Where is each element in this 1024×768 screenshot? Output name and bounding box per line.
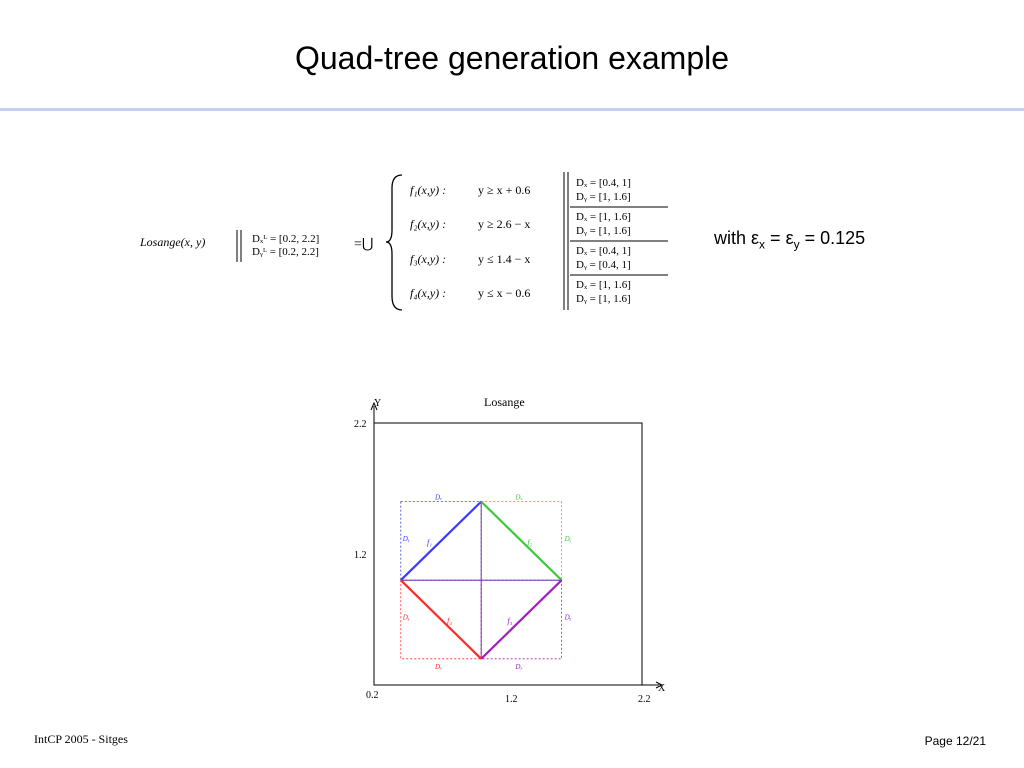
losange-diagram: Losange Y X 2.2 1.2 0.2 1.2 2.2 f₁ f₂ f₃ f₄…	[354, 395, 666, 705]
constraint-expr: y ≤ x − 0.6	[478, 286, 530, 300]
x-tick-label: 0.2	[366, 690, 379, 701]
constraint-row-1: f₁(x,y) : y ≥ x + 0.6 Dₓ = [0.4, 1] Dᵧ =…	[410, 177, 631, 203]
constraint-dx: Dₓ = [1, 1.6]	[576, 211, 631, 223]
y-axis-label: Y	[374, 398, 381, 409]
plot-frame	[373, 422, 643, 686]
constraint-segment	[400, 500, 482, 581]
epsilon-symbol: ε	[785, 228, 794, 248]
epsilon-sub-x: x	[759, 237, 766, 252]
slide-title: Quad-tree generation example	[294, 40, 730, 76]
constraint-segment	[400, 579, 482, 660]
constraint-dy: Dᵧ = [1, 1.6]	[576, 191, 631, 203]
x-axis-label: X	[658, 683, 666, 694]
formula-lhs: Losange(x, y)	[140, 235, 205, 249]
constraint-dy: Dᵧ = [0.4, 1]	[576, 259, 631, 271]
constraint-segment	[480, 579, 563, 660]
epsilon-equals: =	[765, 228, 786, 248]
domain-y-label: Dᵧ	[564, 614, 572, 622]
constraint-name: f₁(x,y) :	[410, 183, 446, 197]
x-tick-label: 2.2	[638, 694, 651, 705]
domain-y-label: Dᵧ	[402, 535, 410, 543]
constraint-name: f₃(x,y) :	[410, 252, 446, 266]
footer-page-number: Page 12/21	[924, 734, 986, 748]
constraint-dy: Dᵧ = [1, 1.6]	[576, 225, 631, 237]
epsilon-symbol: ε	[751, 228, 760, 248]
constraint-row-3: f₃(x,y) : y ≤ 1.4 − x Dₓ = [0.4, 1] Dᵧ =…	[410, 245, 631, 271]
domain-x-label: Dₓ	[434, 663, 442, 671]
formula-domain-y: Dᵧᴸ = [0.2, 2.2]	[252, 246, 319, 258]
constraint-dx: Dₓ = [1, 1.6]	[576, 279, 631, 291]
epsilon-sub-y: y	[793, 237, 800, 252]
y-axis-arrow-icon	[370, 401, 378, 411]
y-tick-label: 2.2	[354, 419, 367, 430]
domain-x-label: Dₓ	[514, 663, 522, 671]
constraint-row-4: f₄(x,y) : y ≤ x − 0.6 Dₓ = [1, 1.6] Dᵧ =…	[410, 279, 631, 305]
formula-union: =⋃	[354, 237, 373, 252]
domain-box	[400, 501, 482, 581]
domain-box	[480, 501, 562, 581]
constraint-expr: y ≤ 1.4 − x	[478, 252, 530, 266]
constraint-name: f₂(x,y) :	[410, 217, 446, 231]
domain-x-label: Dₓ	[434, 494, 442, 502]
constraint-dy: Dᵧ = [1, 1.6]	[576, 293, 631, 305]
domain-y-label: Dᵧ	[402, 614, 410, 622]
x-tick-label: 1.2	[505, 694, 518, 705]
constraint-expr: y ≥ x + 0.6	[478, 183, 530, 197]
constraint-row-2: f₂(x,y) : y ≥ 2.6 − x Dₓ = [1, 1.6] Dᵧ =…	[410, 211, 631, 237]
formula-brace	[385, 174, 403, 311]
segment-label: f₄	[447, 617, 452, 626]
formula-domain-x: Dₓᴸ = [0.2, 2.2]	[252, 233, 319, 245]
constraint-dx: Dₓ = [0.4, 1]	[576, 177, 631, 189]
segment-label: f₂	[527, 538, 532, 547]
epsilon-value: = 0.125	[799, 228, 866, 248]
x-axis-arrow-icon	[655, 681, 664, 689]
losange-formula: Losange(x, y) Dₓᴸ = [0.2, 2.2] Dᵧᴸ = [0.…	[140, 172, 668, 311]
segment-label: f₁	[427, 538, 432, 547]
diagram-title: Losange	[484, 395, 525, 409]
segment-label: f₃	[507, 617, 512, 626]
epsilon-prefix: with	[714, 228, 752, 248]
y-tick-label: 1.2	[354, 550, 367, 561]
constraint-dx: Dₓ = [0.4, 1]	[576, 245, 631, 257]
epsilon-note: with εx = εy = 0.125	[714, 228, 865, 252]
constraint-segment	[480, 500, 563, 581]
constraint-name: f₄(x,y) :	[410, 286, 446, 300]
footer-conference: IntCP 2005 - Sitges	[34, 732, 128, 746]
domain-y-label: Dᵧ	[564, 535, 572, 543]
title-divider	[0, 108, 1024, 111]
domain-x-label: Dₓ	[514, 494, 522, 502]
constraint-expr: y ≥ 2.6 − x	[478, 217, 530, 231]
